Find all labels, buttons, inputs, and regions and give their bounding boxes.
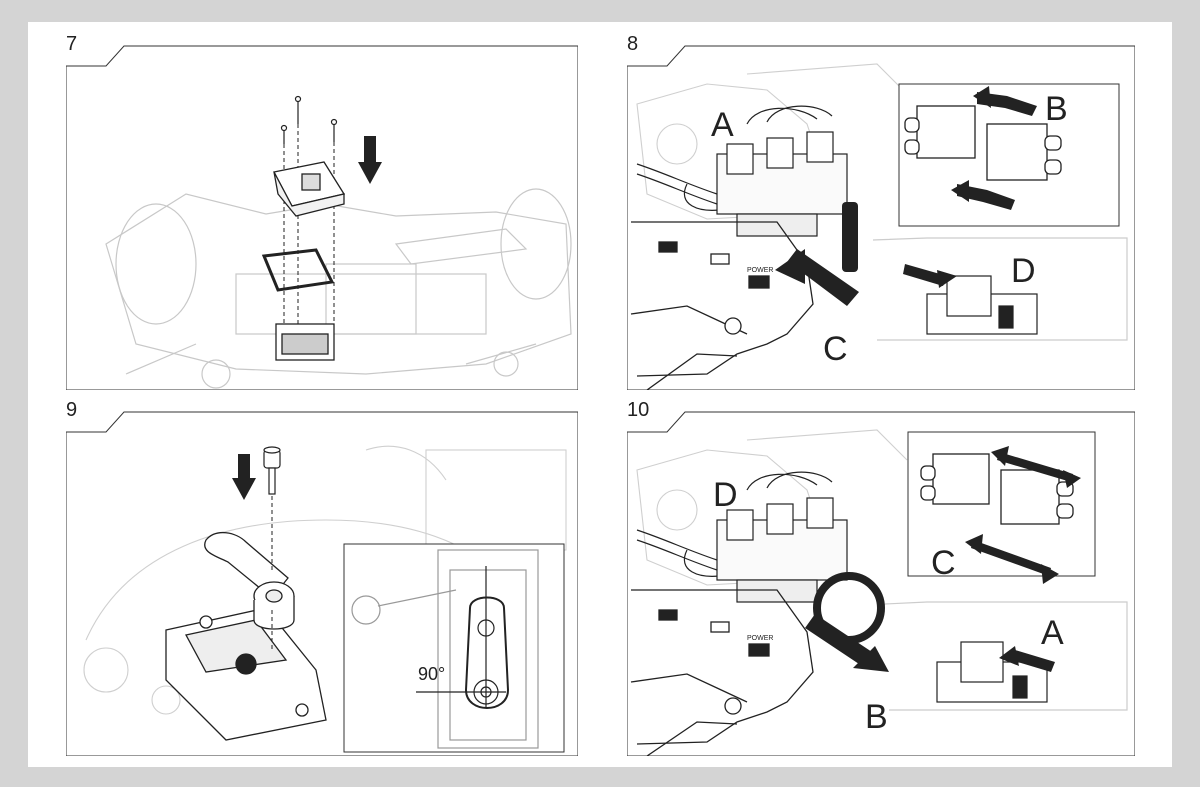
power-switch-label: POWER — [747, 267, 773, 274]
power-switch-label: POWER — [747, 635, 773, 642]
label-b: B — [865, 700, 888, 734]
step-number: 9 — [66, 400, 77, 420]
servo — [166, 608, 326, 740]
step-8-panel: POWER — [627, 44, 1135, 390]
horn-screw — [264, 447, 280, 494]
inset-d — [873, 238, 1127, 340]
prohibited-bar-icon — [842, 202, 858, 272]
receiver-box — [276, 324, 334, 360]
screws — [282, 97, 337, 145]
gasket — [264, 250, 332, 290]
transmitter — [631, 590, 813, 756]
ok-circle-icon — [817, 576, 881, 640]
step-number: 8 — [627, 34, 638, 54]
label-b: B — [1045, 92, 1068, 126]
label-a: A — [711, 108, 734, 142]
label-a: A — [1041, 616, 1064, 650]
step-10-panel: POWER — [627, 410, 1135, 756]
label-d: D — [713, 478, 738, 512]
step-9-illustration — [66, 410, 578, 756]
label-c: C — [931, 546, 956, 580]
down-arrow-icon — [358, 136, 382, 184]
step-9-panel: 9 90° — [66, 410, 578, 756]
label-d: D — [1011, 254, 1036, 288]
label-c: C — [823, 332, 848, 366]
step-number: 7 — [66, 34, 77, 54]
step-7-panel: 7 — [66, 44, 578, 390]
angle-label: 90° — [418, 664, 445, 685]
transmitter — [631, 222, 813, 390]
step-7-illustration — [66, 44, 578, 390]
step-number: 10 — [627, 400, 649, 420]
horn-angle-inset — [344, 544, 564, 752]
chassis-ghost — [106, 189, 571, 388]
down-arrow-icon — [232, 454, 256, 500]
manual-page: 7 — [28, 22, 1172, 767]
